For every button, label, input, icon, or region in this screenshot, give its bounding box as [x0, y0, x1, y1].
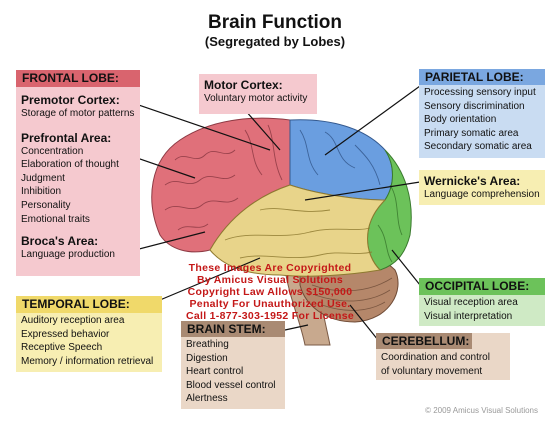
- prefrontal-item: Concentration: [21, 145, 84, 157]
- premotor-item: Storage of motor patterns: [21, 108, 135, 119]
- parietal-pointer: [324, 85, 421, 156]
- motor-item: Voluntary motor activity: [204, 93, 308, 104]
- cerebellum-pointer: [349, 304, 379, 341]
- cerebellum-folds: [311, 277, 393, 311]
- watermark-line: Call 1-877-303-1952 For License: [185, 310, 355, 322]
- brainstem-item: Alertness: [186, 393, 228, 405]
- prefrontal-item: Emotional traits: [21, 213, 90, 225]
- premotor-title: Premotor Cortex:: [21, 93, 120, 107]
- parietal-gyri: [299, 129, 381, 186]
- brain-gyri: [164, 124, 283, 231]
- prefrontal-item: Judgment: [21, 172, 65, 184]
- broca-title: Broca's Area:: [21, 234, 99, 249]
- premotor-pointer: [123, 99, 271, 151]
- motor-pointer: [244, 109, 281, 151]
- parietal-item: Body orientation: [424, 114, 497, 126]
- prefrontal-item: Elaboration of thought: [21, 159, 119, 171]
- temporal-lobe-header: TEMPORAL LOBE:: [16, 296, 162, 313]
- brainstem-item: Heart control: [186, 366, 244, 378]
- watermark-line: These Images Are Copyrighted: [188, 262, 352, 274]
- occipital-pointer: [391, 249, 421, 286]
- motor-title: Motor Cortex:: [204, 78, 283, 92]
- watermark-line: By Amicus Visual Solutions: [196, 274, 344, 286]
- parietal-item: Processing sensory input: [424, 87, 536, 98]
- frontal-lobe-panel: Premotor Cortex: Storage of motor patter…: [16, 70, 140, 276]
- cerebellum-header: CEREBELLUM:: [376, 333, 472, 349]
- cerebellum-item: Coordination and control: [381, 352, 490, 363]
- temporal-gyri: [224, 208, 373, 259]
- prefrontal-item: Inhibition: [21, 186, 62, 198]
- broca-item: Language production: [21, 249, 115, 261]
- prefrontal-item: Personality: [21, 199, 71, 211]
- wernicke-area-panel: Wernicke's Area: Language comprehension: [419, 170, 545, 205]
- page-title: Brain Function: [207, 12, 343, 33]
- brain-stem-header: BRAIN STEM:: [181, 321, 285, 337]
- occipital-item: Visual reception area: [424, 297, 518, 308]
- parietal-item: Primary somatic area: [424, 127, 519, 139]
- wernicke-title: Wernicke's Area:: [424, 174, 521, 188]
- parietal-lobe-header: PARIETAL LOBE:: [419, 69, 545, 85]
- watermark-line: Copyright Law Allows $150,000: [187, 286, 353, 298]
- brainstem-item: Blood vessel control: [186, 379, 276, 391]
- temporal-item: Memory / information retrieval: [21, 355, 154, 367]
- temporal-pointer: [159, 257, 261, 301]
- wernicke-item: Language comprehension: [424, 189, 540, 200]
- parietal-lobe-shape: [289, 119, 393, 201]
- parietal-item: Secondary somatic area: [424, 141, 532, 153]
- temporal-item: Auditory reception area: [21, 315, 125, 326]
- brainstem-pointer: [284, 324, 309, 331]
- temporal-item: Receptive Speech: [21, 342, 103, 354]
- page-subtitle: (Segregated by Lobes): [204, 34, 346, 49]
- motor-cortex-panel: Motor Cortex: Voluntary motor activity: [199, 74, 317, 114]
- copyright-notice: © 2009 Amicus Visual Solutions: [425, 406, 538, 415]
- brainstem-item: Digestion: [186, 352, 228, 364]
- parietal-item: Sensory discrimination: [424, 100, 525, 112]
- wernicke-pointer: [304, 181, 421, 201]
- brainstem-item: Breathing: [186, 339, 229, 350]
- frontal-lobe-header: FRONTAL LOBE:: [16, 70, 140, 87]
- occipital-gyri: [377, 184, 403, 263]
- occipital-lobe-header: OCCIPITAL LOBE:: [419, 278, 545, 295]
- temporal-item: Expressed behavior: [21, 328, 110, 340]
- prefrontal-title: Prefrontal Area:: [21, 130, 112, 145]
- watermark-line: Penalty For Unauthorized Use.: [189, 298, 351, 310]
- cerebellum-item: of voluntary movement: [381, 365, 483, 377]
- occipital-item: Visual interpretation: [424, 310, 513, 322]
